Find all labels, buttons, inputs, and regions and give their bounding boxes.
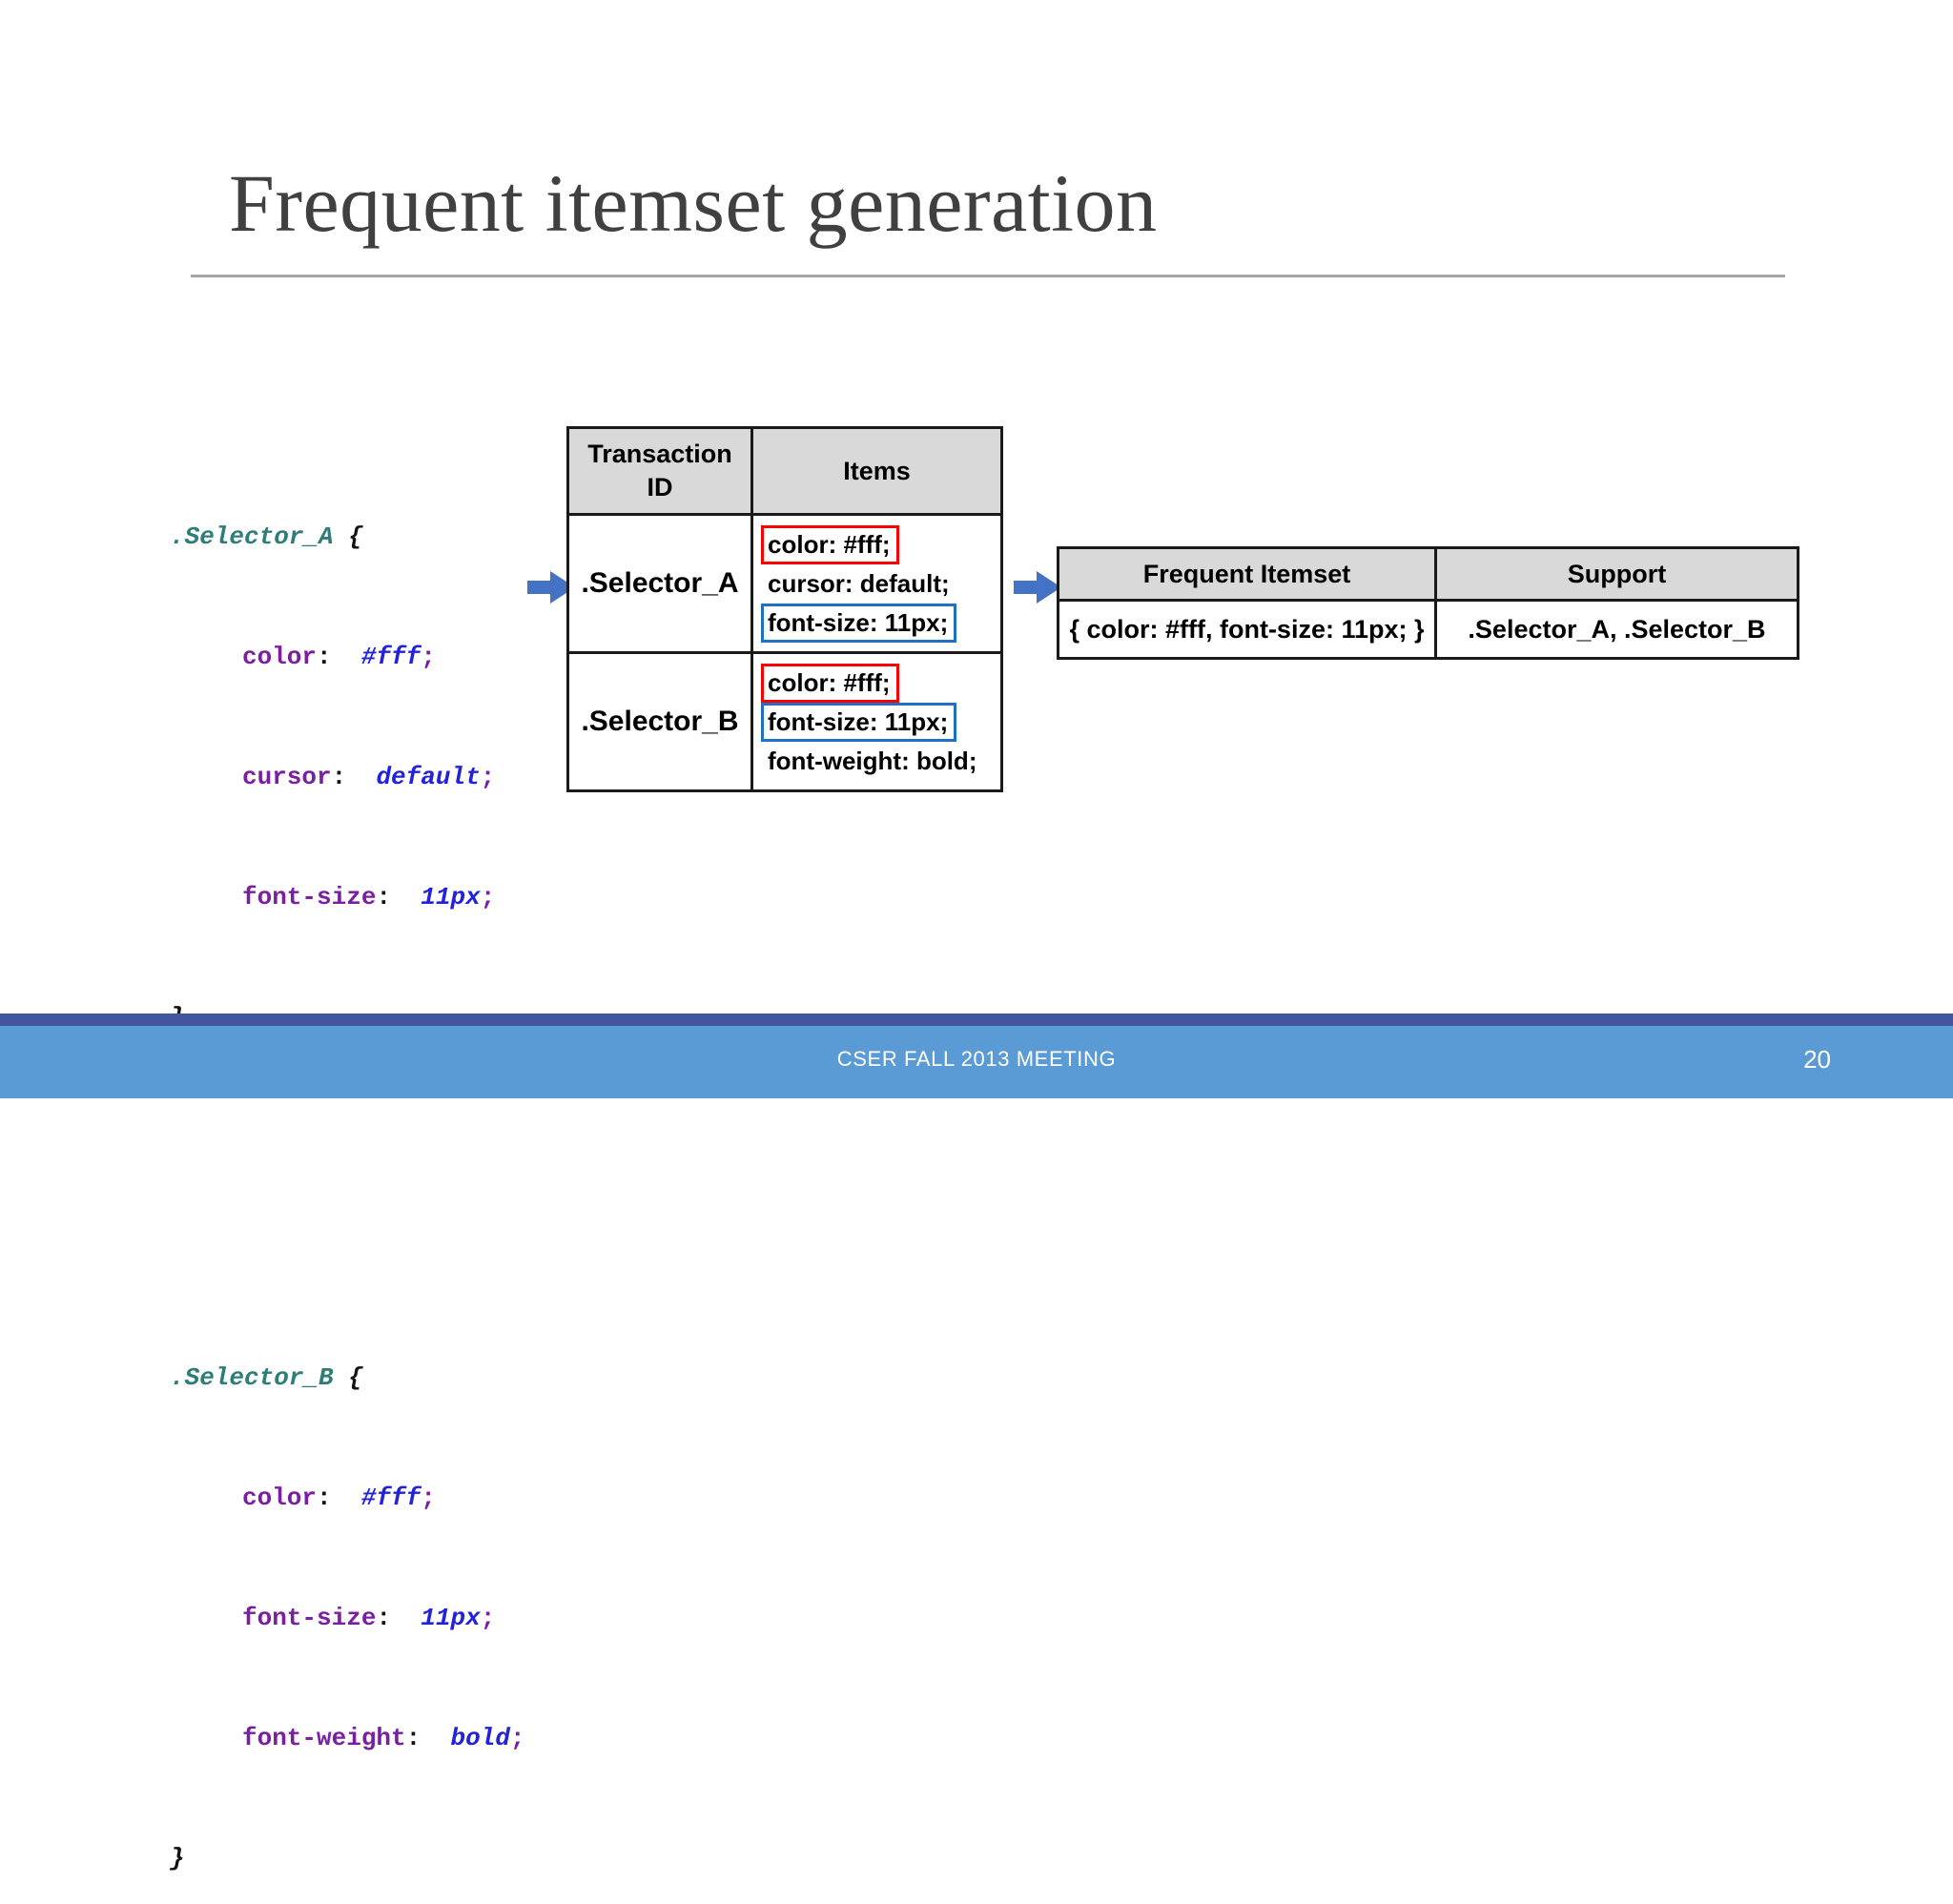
header-line-2: ID xyxy=(647,473,673,502)
code-open-brace: { xyxy=(348,1363,363,1392)
table-row: .Selector_A color: #fff; cursor: default… xyxy=(566,513,1003,654)
cell-support: .Selector_A, .Selector_B xyxy=(1434,599,1799,660)
code-selector: .Selector_B xyxy=(170,1363,334,1392)
code-open-brace: { xyxy=(348,522,363,551)
code-line-decl: color: #fff; xyxy=(170,1484,525,1514)
code-semicolon: ; xyxy=(509,1724,525,1752)
column-header-transaction-id: Transaction ID xyxy=(566,426,753,516)
item-row: color: #fff; xyxy=(761,524,1000,564)
transaction-table: Transaction ID Items .Selector_A color: … xyxy=(566,426,1003,792)
item-row: cursor: default; xyxy=(761,564,1000,604)
item-plain: font-weight: bold; xyxy=(768,746,977,775)
code-colon: : xyxy=(317,643,332,671)
code-semicolon: ; xyxy=(421,643,436,671)
right-arrow-icon xyxy=(1014,571,1061,604)
code-line-decl: cursor: default; xyxy=(170,763,525,793)
code-value: #fff xyxy=(360,643,421,671)
code-semicolon: ; xyxy=(480,763,496,791)
code-property: color xyxy=(242,1484,318,1512)
footer-accent-stripe xyxy=(0,1013,1953,1026)
footer-bar xyxy=(0,1026,1953,1098)
item-row: font-size: 11px; xyxy=(761,702,1000,742)
code-property: cursor xyxy=(242,763,332,791)
column-header-items: Items xyxy=(750,426,1003,516)
cell-items: color: #fff; cursor: default; font-size:… xyxy=(750,513,1003,654)
code-property: font-size xyxy=(242,1604,377,1632)
code-colon: : xyxy=(405,1724,421,1752)
code-colon: : xyxy=(376,1604,392,1632)
table-row: .Selector_B color: #fff; font-size: 11px… xyxy=(566,651,1003,792)
item-highlight-blue: font-size: 11px; xyxy=(761,702,957,742)
code-value: 11px xyxy=(421,883,481,911)
code-line-decl: font-size: 11px; xyxy=(170,883,525,913)
code-colon: : xyxy=(317,1484,332,1512)
cell-frequent-itemset: { color: #fff, font-size: 11px; } xyxy=(1057,599,1437,660)
column-header-frequent-itemset: Frequent Itemset xyxy=(1057,546,1437,602)
code-line-close-brace: } xyxy=(170,1844,525,1874)
item-row: font-size: 11px; xyxy=(761,603,1000,643)
code-close-brace: } xyxy=(170,1844,185,1873)
item-highlight-blue: font-size: 11px; xyxy=(761,603,957,643)
code-value: default xyxy=(376,763,481,791)
code-line-selector-a: .Selector_A { xyxy=(170,522,525,553)
item-plain: cursor: default; xyxy=(768,568,950,598)
css-code-block: .Selector_A { color: #fff; cursor: defau… xyxy=(170,402,525,1904)
code-value: 11px xyxy=(421,1604,481,1632)
cell-items: color: #fff; font-size: 11px; font-weigh… xyxy=(750,651,1003,792)
header-line-1: Transaction xyxy=(587,440,732,469)
code-blank-line xyxy=(170,1214,525,1244)
arrow-shaft xyxy=(1014,581,1038,594)
code-blank-line xyxy=(170,1123,525,1154)
page-number: 20 xyxy=(1803,1045,1831,1074)
item-highlight-red: color: #fff; xyxy=(761,663,899,703)
title-divider xyxy=(191,275,1785,277)
item-highlight-red: color: #fff; xyxy=(761,524,899,564)
code-value: #fff xyxy=(360,1484,421,1512)
code-value: bold xyxy=(450,1724,510,1752)
cell-transaction-id: .Selector_A xyxy=(566,513,753,654)
frequent-itemset-table: Frequent Itemset Support { color: #fff, … xyxy=(1057,546,1799,660)
item-row: font-weight: bold; xyxy=(761,742,1000,781)
code-property: font-weight xyxy=(242,1724,406,1752)
code-selector: .Selector_A xyxy=(170,522,334,551)
table-row: { color: #fff, font-size: 11px; } .Selec… xyxy=(1057,599,1799,660)
code-line-decl: font-size: 11px; xyxy=(170,1604,525,1634)
code-colon: : xyxy=(331,763,347,791)
code-semicolon: ; xyxy=(480,883,496,911)
code-line-decl: font-weight: bold; xyxy=(170,1724,525,1754)
code-property: color xyxy=(242,643,318,671)
footer-label: CSER FALL 2013 MEETING xyxy=(836,1047,1117,1071)
cell-transaction-id: .Selector_B xyxy=(566,651,753,792)
column-header-support: Support xyxy=(1434,546,1799,602)
code-semicolon: ; xyxy=(480,1604,496,1632)
table-header-row: Transaction ID Items xyxy=(566,426,1003,516)
code-line-decl: color: #fff; xyxy=(170,643,525,673)
code-line-selector-b: .Selector_B { xyxy=(170,1363,525,1394)
page-title: Frequent itemset generation xyxy=(229,157,1158,249)
code-semicolon: ; xyxy=(421,1484,436,1512)
code-colon: : xyxy=(376,883,392,911)
code-property: font-size xyxy=(242,883,377,911)
arrow-shaft xyxy=(527,581,552,594)
table-header-row: Frequent Itemset Support xyxy=(1057,546,1799,602)
item-row: color: #fff; xyxy=(761,663,1000,703)
